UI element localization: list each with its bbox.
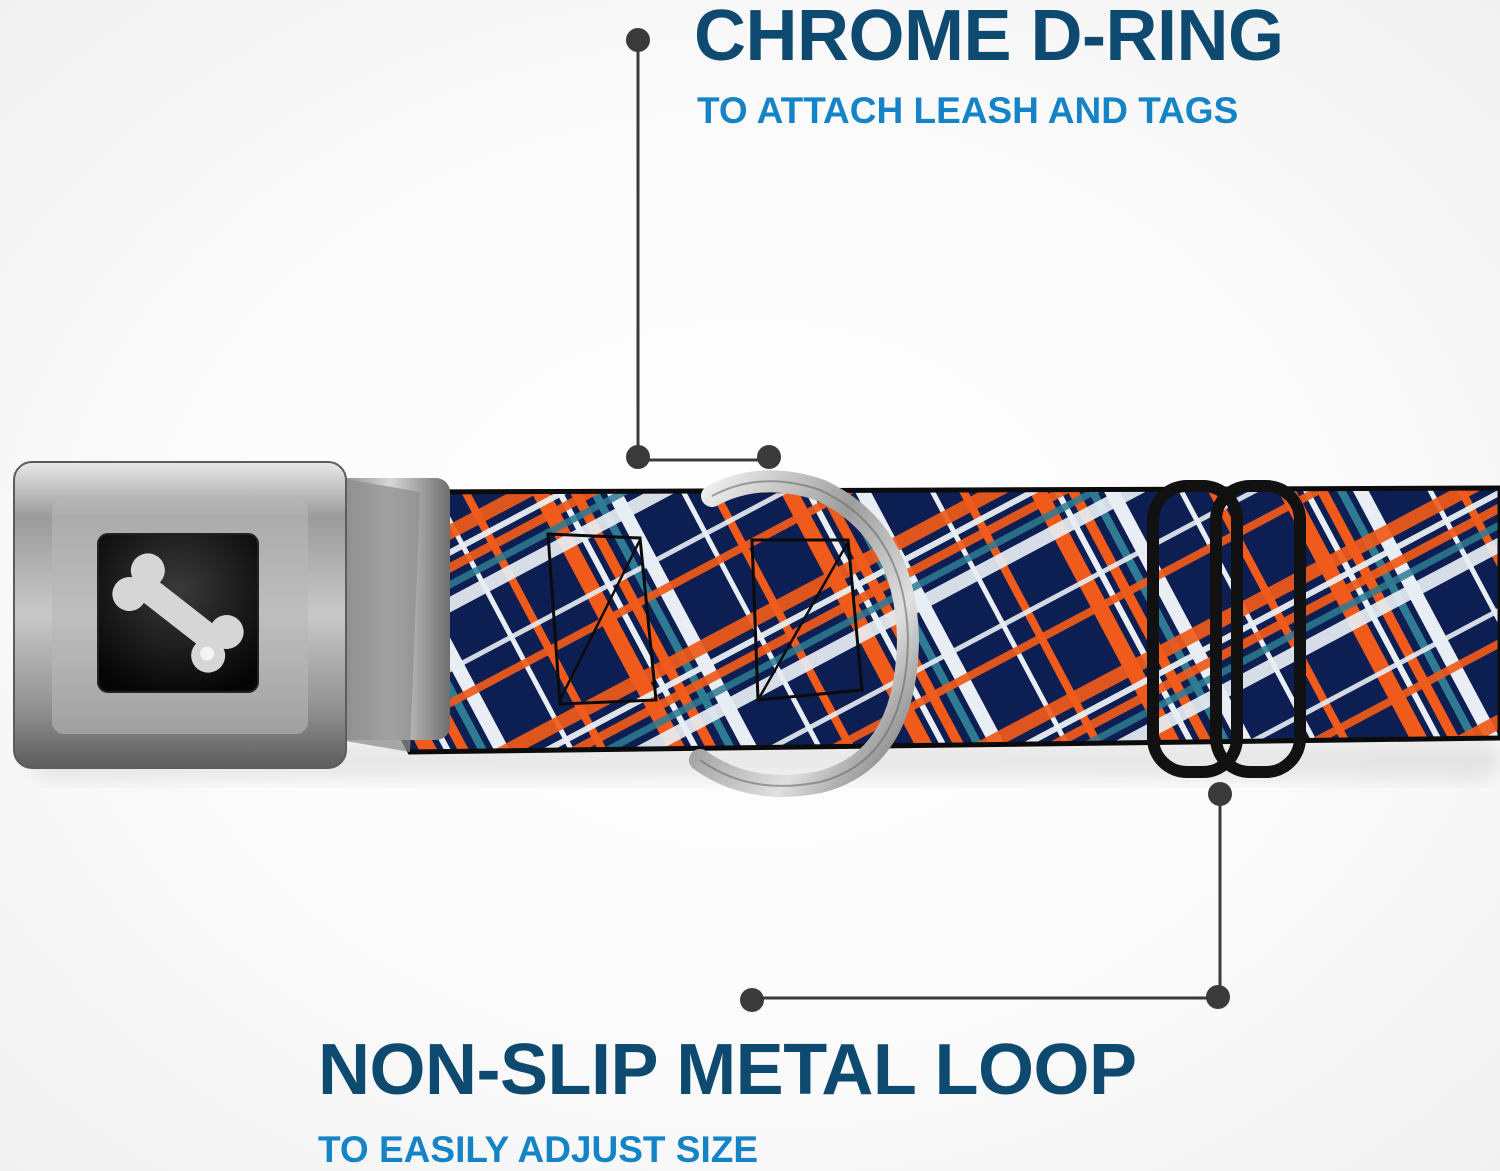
metal-loop-callout-title: NON-SLIP METAL LOOP [318,1030,1137,1110]
seatbelt-buckle [13,461,450,769]
chrome-d-ring [689,470,920,797]
d-ring-callout-title: CHROME D-RING [694,0,1284,76]
bone-icon [112,553,244,673]
d-ring-leader-line [626,28,781,469]
d-ring-callout-subtitle: TO ATTACH LEASH AND TAGS [697,90,1239,131]
metal-loop-leader-line [740,782,1232,1012]
metal-slide-loop [1147,480,1306,778]
metal-loop-callout-subtitle: TO EASILY ADJUST SIZE [318,1129,759,1170]
collar-shadow [30,740,1500,780]
plaid-webbing-strap [381,485,1500,755]
